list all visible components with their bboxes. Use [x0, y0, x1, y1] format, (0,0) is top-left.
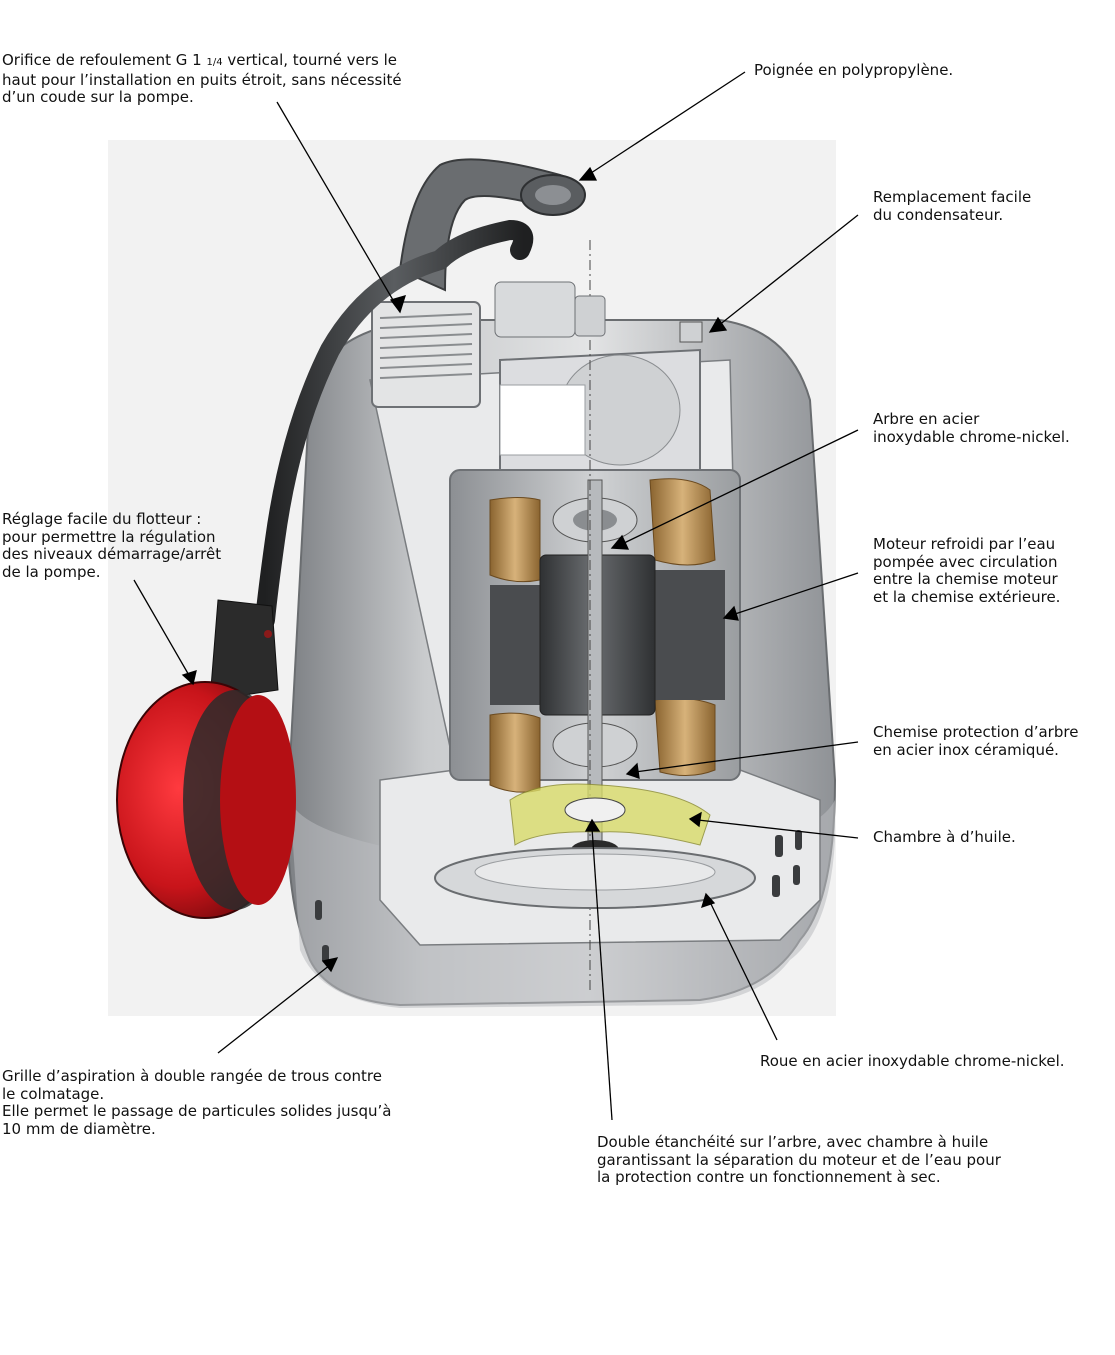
arrow-seal — [584, 818, 601, 832]
label-float-line1: Réglage facile du flotteur : — [2, 510, 202, 528]
leader-seal — [591, 827, 613, 1121]
discharge-thread — [379, 313, 473, 379]
label-grille-line4: 10 mm de diamètre. — [2, 1119, 156, 1138]
arrow-grille — [321, 957, 339, 973]
arrow-float — [181, 670, 197, 686]
label-handle: Poignée en polypropylène. — [754, 61, 954, 80]
label-capacitor: Remplacement facile du condensateur. — [873, 188, 1032, 224]
leader-motor — [731, 572, 859, 616]
winding-top-right — [649, 478, 716, 566]
label-float-line3: des niveaux démarrage/arrêt — [2, 545, 222, 563]
power-cable — [255, 219, 534, 630]
label-shaft: Arbre en acier inoxydable chrome-nickel. — [873, 410, 1070, 446]
arrow-capacitor — [708, 316, 728, 333]
label-discharge: Orifice de refoulement G 1 1/4 vertical,… — [2, 51, 402, 107]
arrow-motor — [722, 605, 739, 621]
label-seal: Double étanchéité sur l’arbre, avec cham… — [597, 1133, 1001, 1187]
label-discharge-line2: haut pour l’installation en puits étroit… — [2, 70, 402, 89]
label-oil-line1: Chambre à d’huile. — [873, 828, 1016, 846]
label-discharge-line3: d’un coude sur la pompe. — [2, 88, 194, 106]
leader-handle — [587, 71, 746, 176]
label-impeller-line1: Roue en acier inoxydable chrome-nickel. — [760, 1052, 1065, 1070]
top-plug — [574, 295, 606, 337]
float-cap — [209, 599, 279, 701]
label-float-line4: de la pompe. — [2, 562, 101, 581]
leader-grille — [217, 964, 331, 1054]
discharge-outlet — [371, 301, 481, 408]
seal-upper — [564, 797, 626, 823]
label-discharge-fraction: 1/4 — [206, 57, 223, 68]
label-float-line2: pour permettre la régulation — [2, 527, 216, 546]
label-sleeve-line1: Chemise protection d’arbre — [873, 723, 1079, 741]
leader-capacitor — [717, 214, 859, 327]
arrow-handle — [578, 166, 598, 181]
arrow-impeller — [701, 892, 716, 909]
leader-discharge — [276, 101, 401, 313]
label-motor-line2: pompée avec circulation — [873, 552, 1058, 571]
arrow-sleeve — [625, 762, 640, 779]
label-discharge-line1-b: vertical, tourné vers le — [222, 51, 398, 69]
cable-gland — [494, 281, 576, 338]
label-seal-line3: la protection contre un fonctionnement à… — [597, 1168, 941, 1186]
label-impeller: Roue en acier inoxydable chrome-nickel. — [760, 1052, 1065, 1071]
label-motor-line4: et la chemise extérieure. — [873, 587, 1061, 606]
suction-grille-right — [772, 830, 802, 897]
arrow-oil — [688, 811, 702, 828]
leader-shaft — [619, 429, 859, 546]
winding-bottom-left — [489, 712, 541, 793]
label-handle-line1: Poignée en polypropylène. — [754, 61, 954, 79]
capacitor-screw — [679, 321, 703, 343]
label-discharge-line1: Orifice de refoulement G 1 1/4 vertical,… — [2, 51, 402, 72]
float-face — [220, 695, 296, 905]
suction-grille-left — [315, 900, 329, 963]
stator-right — [655, 570, 725, 700]
label-shaft-line1: Arbre en acier — [873, 410, 980, 428]
label-motor-line1: Moteur refroidi par l’eau — [873, 535, 1056, 553]
label-motor-line3: entre la chemise moteur — [873, 570, 1058, 588]
label-seal-line2: garantissant la séparation du moteur et … — [597, 1150, 1001, 1169]
label-grille-line3: Elle permet le passage de particules sol… — [2, 1102, 392, 1120]
label-sleeve: Chemise protection d’arbre en acier inox… — [873, 723, 1079, 759]
label-capacitor-line2: du condensateur. — [873, 205, 1004, 224]
leader-oil — [697, 819, 859, 839]
stator-left — [490, 585, 540, 705]
label-grille-line1: Grille d’aspiration à double rangée de t… — [2, 1067, 382, 1085]
arrow-shaft — [610, 534, 630, 550]
label-oil: Chambre à d’huile. — [873, 828, 1016, 847]
label-float: Réglage facile du flotteur : pour permet… — [2, 510, 222, 581]
leader-impeller — [709, 901, 778, 1041]
leader-lines — [133, 71, 859, 1121]
label-motor: Moteur refroidi par l’eau pompée avec ci… — [873, 535, 1061, 606]
leader-float — [133, 579, 191, 678]
float-screw — [264, 630, 272, 638]
label-discharge-line1-a: Orifice de refoulement G 1 — [2, 51, 207, 69]
label-seal-line1: Double étanchéité sur l’arbre, avec cham… — [597, 1133, 989, 1151]
label-sleeve-line2: en acier inox céramiqué. — [873, 740, 1059, 759]
leader-sleeve — [634, 741, 859, 773]
label-shaft-line2: inoxydable chrome-nickel. — [873, 427, 1070, 446]
handle-hole — [535, 185, 571, 205]
arrow-discharge — [389, 295, 406, 314]
label-grille: Grille d’aspiration à double rangée de t… — [2, 1067, 392, 1138]
label-grille-line2: le colmatage. — [2, 1084, 105, 1103]
winding-top-left — [489, 497, 541, 583]
capacitor-window — [499, 384, 586, 456]
label-capacitor-line1: Remplacement facile — [873, 188, 1032, 206]
winding-bottom-right — [654, 697, 716, 776]
